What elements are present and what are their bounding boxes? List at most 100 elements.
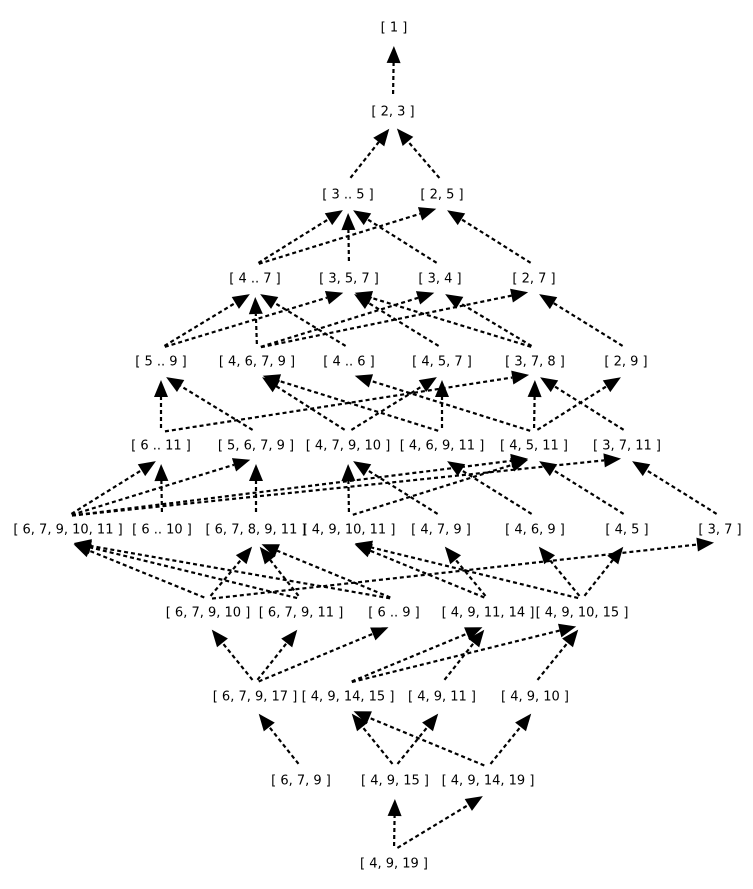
- node-label: [ 6 .. 11 ]: [131, 439, 191, 454]
- arrow-head-icon: [515, 713, 532, 732]
- node-label: [ 4, 9, 14, 19 ]: [442, 774, 535, 789]
- edge-line: [349, 141, 380, 179]
- arrow-head-icon: [539, 294, 558, 310]
- arrow-head-icon: [373, 128, 390, 147]
- node-label: [ 6, 7, 9, 17 ]: [213, 690, 298, 705]
- node-label: [ 1 ]: [381, 21, 408, 36]
- edge-n30-n22: [261, 544, 391, 599]
- edge-n9-n6: [260, 291, 435, 348]
- arrow-head-icon: [445, 294, 464, 309]
- arrow-head-icon: [354, 374, 374, 388]
- edge-n33-n29: [256, 629, 298, 681]
- arrow-head-icon: [137, 461, 156, 477]
- arrow-head-icon: [509, 458, 529, 472]
- edge-line: [645, 469, 718, 515]
- edge-line: [268, 726, 300, 765]
- edge-n33-n28: [211, 629, 254, 681]
- node-label: [ 6, 7, 9, 10 ]: [166, 606, 251, 621]
- edge-n39-n36: [489, 713, 532, 765]
- edge-line: [160, 480, 164, 513]
- edge-n18-n12: [527, 379, 542, 429]
- edge-line: [71, 459, 512, 517]
- arrow-head-icon: [353, 461, 372, 477]
- arrow-head-icon: [353, 210, 372, 226]
- arrow-head-icon: [154, 463, 169, 482]
- arrow-head-icon: [418, 377, 437, 393]
- edge-line: [88, 549, 205, 599]
- node-label: [ 4, 5, 7 ]: [412, 355, 472, 370]
- edge-line: [71, 463, 235, 516]
- edge-line: [278, 379, 439, 432]
- edge-line: [164, 296, 328, 348]
- node-label: [ 6 .. 10 ]: [132, 523, 192, 538]
- arrow-head-icon: [510, 288, 529, 303]
- edge-n25-n17: [447, 461, 533, 515]
- edge-n17-n9: [262, 374, 439, 432]
- node-label: [ 2, 5 ]: [420, 188, 463, 203]
- edge-line: [459, 301, 533, 347]
- edge-line: [552, 469, 625, 515]
- arrow-head-icon: [447, 210, 466, 226]
- arrow-head-icon: [354, 291, 374, 305]
- edge-line: [392, 815, 396, 847]
- node-label: [ 4, 9, 10, 15 ]: [536, 606, 629, 621]
- edge-n34-n32: [351, 623, 577, 684]
- arrow-head-icon: [260, 294, 279, 309]
- node-label: [ 4, 6, 9 ]: [505, 523, 565, 538]
- edge-line: [396, 803, 469, 849]
- node-label: [ 3, 7, 8 ]: [505, 355, 565, 370]
- edge-n17-n11: [435, 380, 449, 428]
- arrow-head-icon: [324, 210, 343, 226]
- node-label: [ 5, 6, 7, 9 ]: [218, 439, 294, 454]
- edge-n20-n14: [70, 461, 156, 515]
- edge-line: [260, 294, 512, 349]
- edge-n6-n2: [353, 210, 438, 264]
- node-label: [ 2, 7 ]: [512, 272, 555, 287]
- arrow-head-icon: [447, 461, 466, 477]
- node-label: [ 6 .. 9 ]: [368, 606, 419, 621]
- edge-line: [454, 559, 487, 597]
- edge-line: [258, 212, 421, 265]
- edge-n23-n16: [341, 463, 356, 513]
- edge-n10-n4: [260, 294, 347, 347]
- arrow-head-icon: [73, 539, 92, 553]
- edge-n23-n18: [352, 458, 529, 516]
- node-label: [ 4, 6, 9, 11 ]: [400, 439, 485, 454]
- edge-n15-n8: [166, 377, 254, 431]
- edge-n34-n31: [351, 627, 483, 683]
- edge-line: [460, 469, 533, 515]
- arrow-head-icon: [353, 711, 372, 725]
- edge-n18-n13: [536, 377, 621, 431]
- edge-n14-n12: [164, 370, 530, 433]
- edge-n12-n6: [445, 294, 533, 347]
- arrow-head-icon: [607, 546, 624, 565]
- arrow-head-icon: [511, 370, 530, 385]
- arrow-head-icon: [464, 627, 483, 641]
- edge-n37-n33: [258, 713, 300, 765]
- edge-line: [361, 726, 394, 765]
- edge-line: [370, 379, 531, 432]
- node-label: [ 4, 5, 11 ]: [500, 439, 568, 454]
- edge-n40-n39: [396, 796, 483, 849]
- node-label: [ 3, 7, 11 ]: [593, 439, 661, 454]
- edge-line: [90, 546, 298, 600]
- edge-n30-n20: [73, 539, 391, 600]
- node-label: [ 3, 7 ]: [698, 523, 741, 538]
- node-label: [ 4, 9, 19 ]: [360, 857, 428, 872]
- arrow-head-icon: [464, 796, 483, 811]
- edge-line: [583, 559, 614, 597]
- arrow-head-icon: [562, 629, 579, 648]
- arrow-head-icon: [696, 537, 715, 552]
- arrow-head-icon: [468, 629, 485, 648]
- node-label: [ 4, 9, 15 ]: [361, 774, 429, 789]
- edge-n32-n25: [538, 546, 581, 597]
- arrow-head-icon: [261, 544, 280, 558]
- edge-line: [536, 385, 608, 431]
- arrow-head-icon: [341, 212, 356, 231]
- edge-line: [368, 302, 440, 347]
- edge-line: [532, 396, 536, 429]
- edge-line: [211, 543, 698, 600]
- node-label: [ 6, 7, 9 ]: [271, 774, 331, 789]
- arrow-head-icon: [386, 45, 401, 64]
